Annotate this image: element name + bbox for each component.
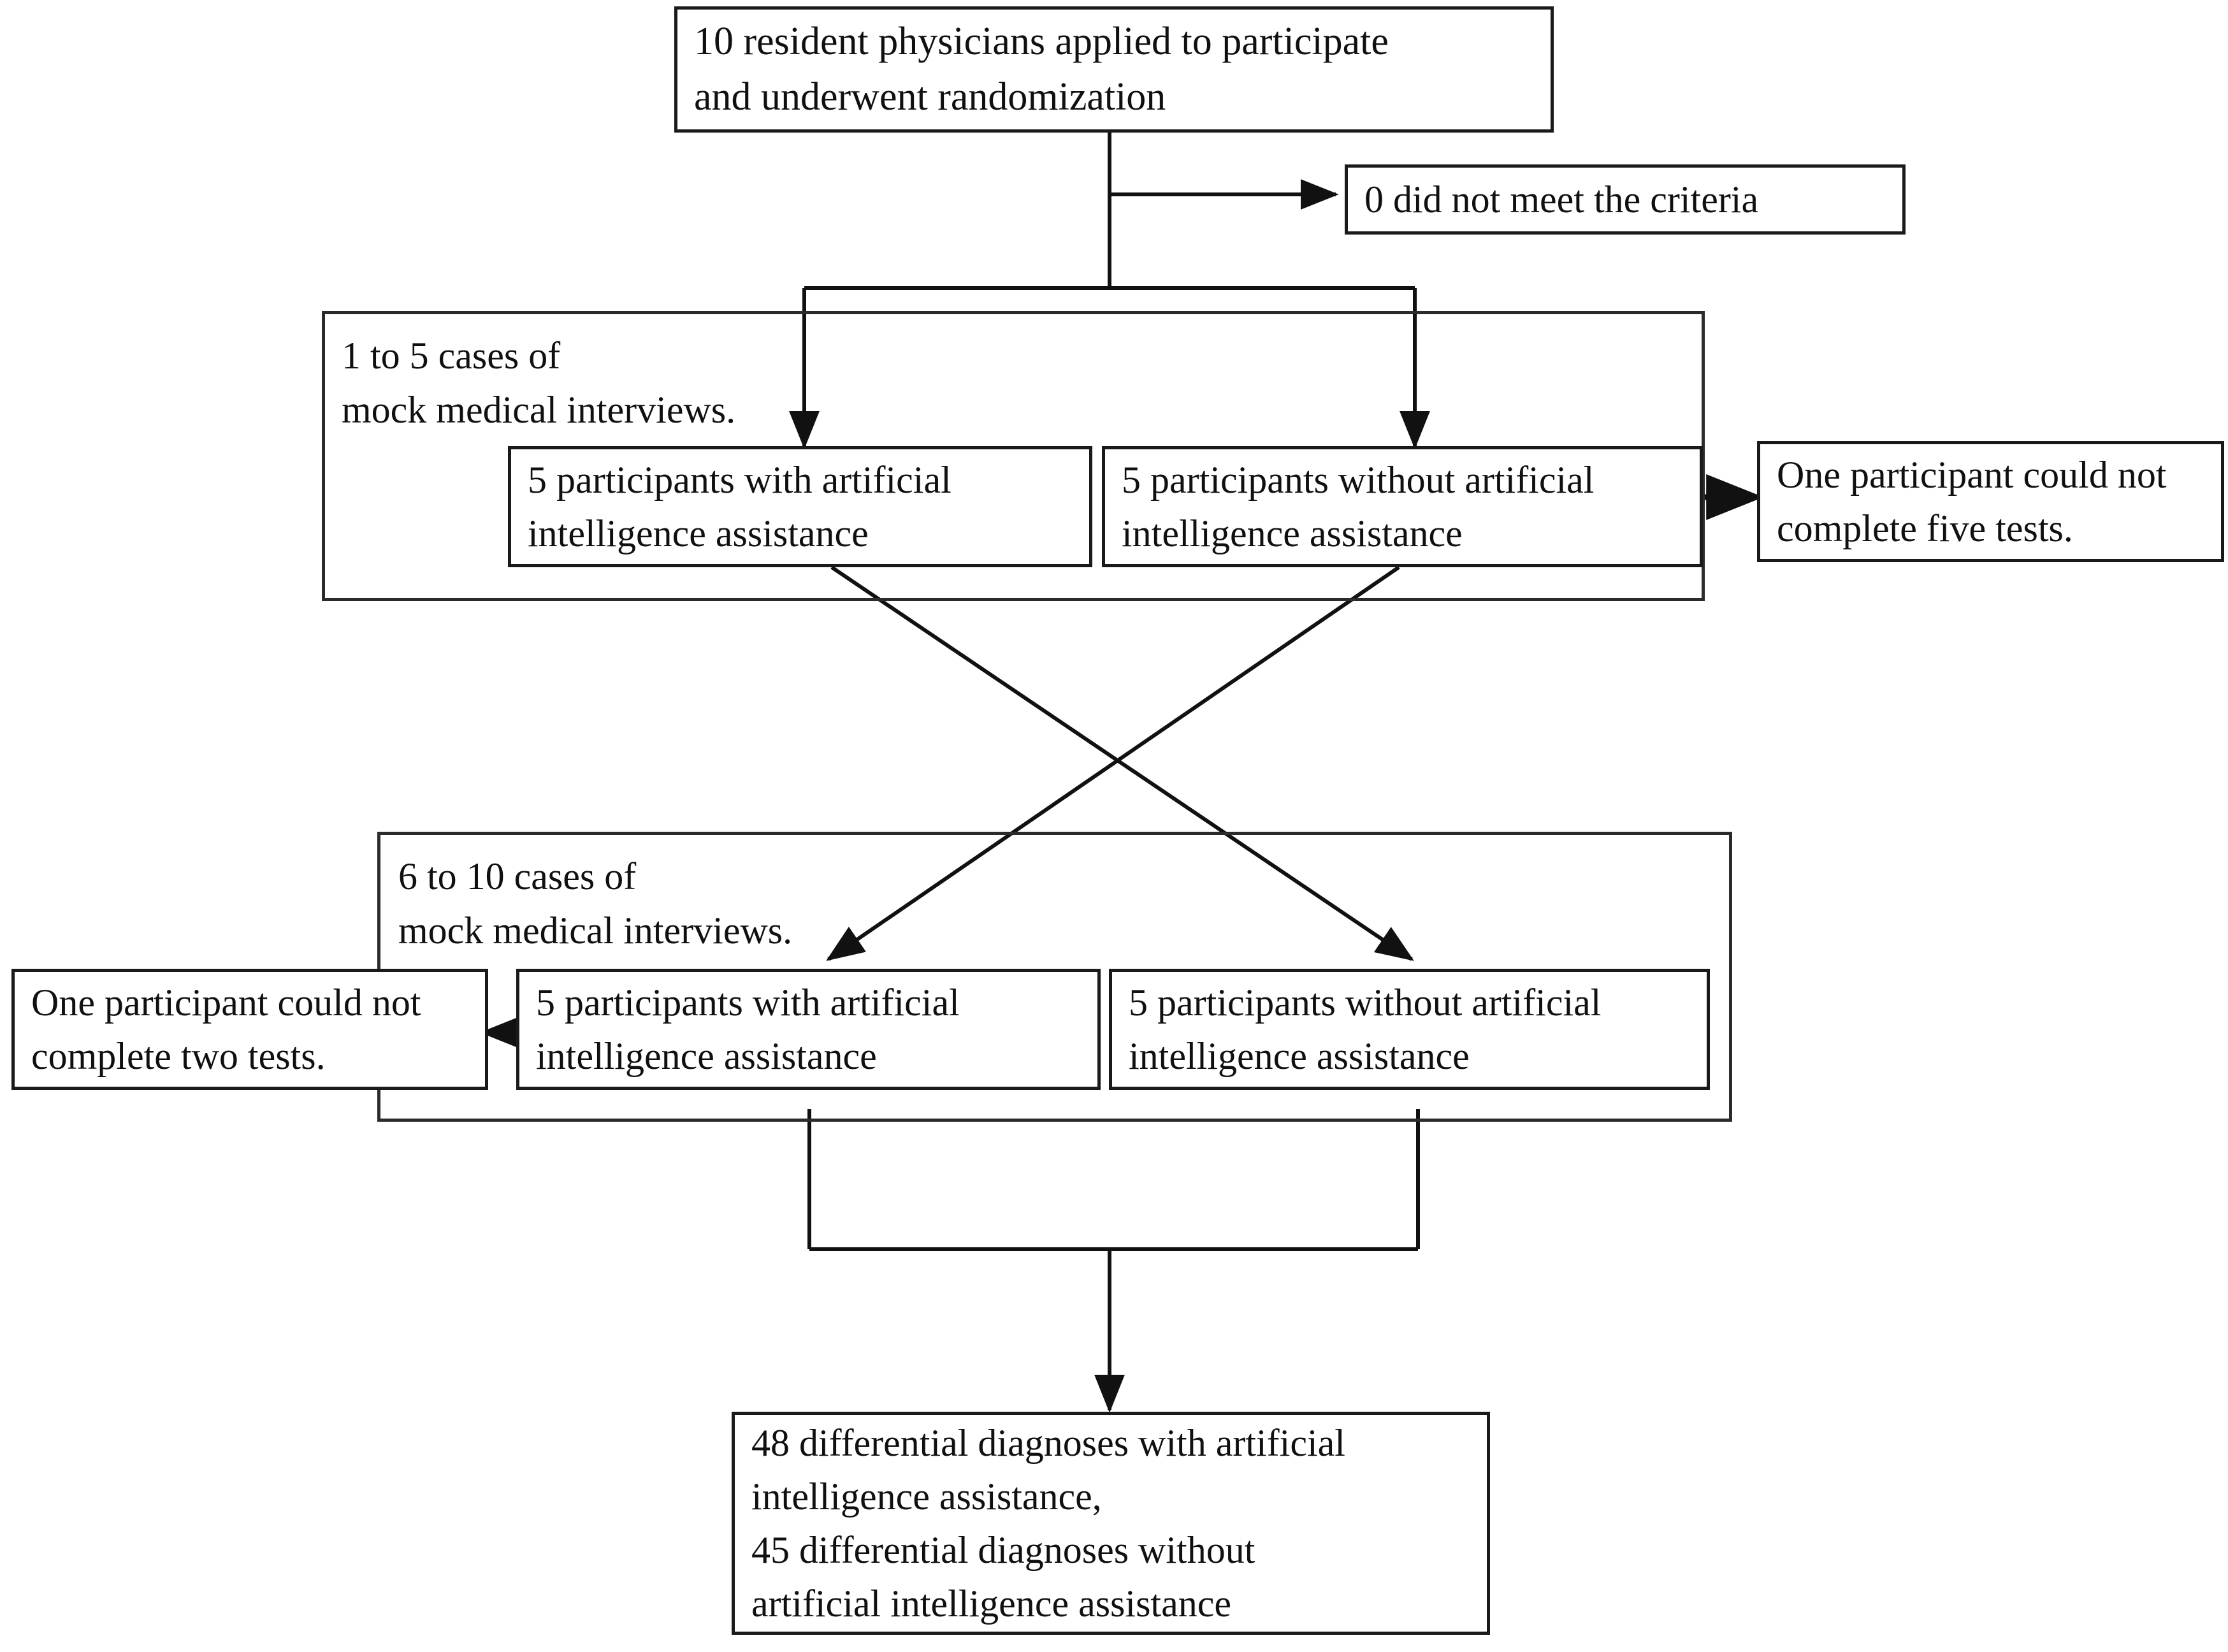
node-enrollment-line-2: and underwent randomization bbox=[694, 75, 1166, 119]
node-period1-without-ai-line-1: 5 participants without artificial bbox=[1122, 459, 1595, 501]
group-period-1-label: 1 to 5 cases of mock medical interviews. bbox=[342, 335, 736, 431]
group-period-1 bbox=[322, 311, 1705, 601]
node-dropout-two-tests-line-2: complete two tests. bbox=[31, 1035, 326, 1077]
node-period2-without-ai-line-2: intelligence assistance bbox=[1129, 1035, 1470, 1077]
node-dropout-five-tests-line-2: complete five tests. bbox=[1777, 507, 2073, 549]
node-period2-with-ai: 5 participants with artificial intellige… bbox=[516, 969, 1101, 1090]
node-dropout-five-tests: One participant could not complete five … bbox=[1757, 441, 2224, 562]
node-enrollment: 10 resident physicians applied to partic… bbox=[674, 6, 1554, 133]
node-period1-with-ai-line-2: intelligence assistance bbox=[528, 512, 869, 554]
node-period1-without-ai: 5 participants without artificial intell… bbox=[1102, 446, 1703, 567]
node-outcome-line-1: 48 differential diagnoses with artificia… bbox=[751, 1422, 1345, 1464]
node-outcome-line-2: intelligence assistance, bbox=[751, 1475, 1102, 1518]
node-dropout-two-tests: One participant could not complete two t… bbox=[11, 969, 488, 1090]
node-outcome-line-3: 45 differential diagnoses without bbox=[751, 1529, 1255, 1571]
node-period2-without-ai-line-1: 5 participants without artificial bbox=[1129, 982, 1602, 1024]
node-period2-with-ai-line-2: intelligence assistance bbox=[536, 1035, 877, 1077]
node-excluded-line-1: 0 did not meet the criteria bbox=[1364, 178, 1759, 221]
node-period1-without-ai-line-2: intelligence assistance bbox=[1122, 512, 1463, 554]
node-dropout-five-tests-line-1: One participant could not bbox=[1777, 454, 2167, 496]
node-dropout-two-tests-line-1: One participant could not bbox=[31, 982, 421, 1024]
node-enrollment-line-1: 10 resident physicians applied to partic… bbox=[694, 20, 1389, 64]
node-period2-with-ai-line-1: 5 participants with artificial bbox=[536, 982, 960, 1024]
node-outcome: 48 differential diagnoses with artificia… bbox=[732, 1412, 1490, 1635]
node-period1-with-ai-line-1: 5 participants with artificial bbox=[528, 459, 951, 501]
node-excluded: 0 did not meet the criteria bbox=[1345, 164, 1906, 235]
node-period1-with-ai: 5 participants with artificial intellige… bbox=[508, 446, 1092, 567]
group-period-2-label: 6 to 10 cases of mock medical interviews… bbox=[398, 855, 793, 952]
node-period2-without-ai: 5 participants without artificial intell… bbox=[1109, 969, 1710, 1090]
node-outcome-line-4: artificial intelligence assistance bbox=[751, 1583, 1231, 1625]
